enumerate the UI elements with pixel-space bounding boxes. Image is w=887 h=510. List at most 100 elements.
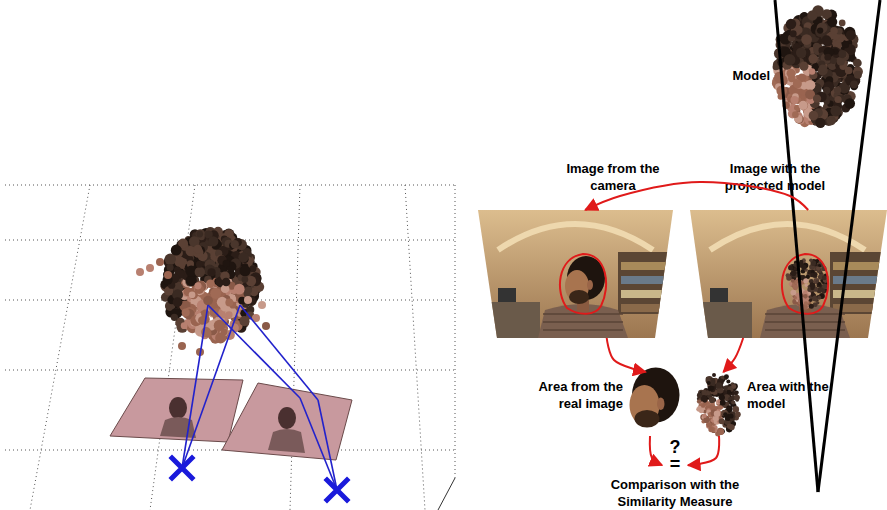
cloud-point xyxy=(167,264,174,271)
cloud-point xyxy=(842,41,849,48)
plane-person xyxy=(160,417,196,438)
cloud-point xyxy=(838,50,846,58)
cloud-point xyxy=(819,64,827,72)
cloud-point xyxy=(732,385,736,389)
shelf-books xyxy=(621,276,671,284)
head-outline xyxy=(560,254,606,314)
node-picture xyxy=(478,210,673,338)
cloud-point xyxy=(809,304,814,309)
ceiling-arch xyxy=(498,224,653,250)
grid-line xyxy=(150,185,195,510)
monitor xyxy=(498,288,516,302)
cloud-point xyxy=(221,328,228,335)
head-ear xyxy=(657,398,665,411)
cloud-point xyxy=(803,278,808,283)
cloud-point xyxy=(790,270,796,276)
desk xyxy=(478,302,540,342)
cloud-point xyxy=(793,296,797,300)
cloud-point xyxy=(789,266,793,270)
cloud-point xyxy=(174,256,185,267)
plot-axis xyxy=(455,185,456,478)
cloud-point xyxy=(839,20,846,27)
cloud-point xyxy=(146,264,154,272)
cloud-point xyxy=(801,34,812,45)
cloud-point xyxy=(799,62,808,71)
cloud-point xyxy=(223,260,230,267)
cloud-point xyxy=(707,422,712,427)
cloud-point xyxy=(735,412,741,418)
cloud-point xyxy=(182,309,190,317)
cloud-point xyxy=(782,101,789,108)
camera-center-mark xyxy=(327,480,347,500)
cloud-point xyxy=(721,410,727,416)
cloud-point xyxy=(799,101,808,110)
grid-line xyxy=(5,185,455,186)
monitor xyxy=(710,288,728,302)
cloud-point xyxy=(726,405,732,411)
cloud-point xyxy=(854,71,862,79)
cloud-point xyxy=(697,399,701,403)
cloud-point xyxy=(710,386,714,390)
cloud-point xyxy=(234,284,245,295)
cloud-point xyxy=(181,322,188,329)
cloud-point xyxy=(809,282,815,288)
cloud-point xyxy=(718,405,723,410)
grid-line xyxy=(5,370,455,371)
shirt-stripe xyxy=(543,321,623,323)
cloud-point xyxy=(207,268,215,276)
cloud-point xyxy=(791,279,795,283)
cloud-point xyxy=(164,254,175,265)
cloud-point xyxy=(729,412,736,419)
cloud-point xyxy=(210,288,221,299)
cloud-point xyxy=(196,261,203,268)
cloud-point xyxy=(790,30,797,37)
shelf xyxy=(830,252,885,314)
grid-line xyxy=(290,185,300,510)
cloud-point xyxy=(242,276,249,283)
ceiling-arch xyxy=(710,224,865,250)
image-node: Model xyxy=(775,12,860,127)
cloud-point xyxy=(826,116,836,126)
cloud-point xyxy=(719,394,725,400)
plane-person xyxy=(169,397,187,419)
cloud-point xyxy=(189,291,196,298)
cloud-point xyxy=(824,54,831,61)
cloud-point xyxy=(817,22,828,33)
image-node: Area from the real image xyxy=(628,372,672,436)
person-body xyxy=(760,304,850,338)
head-outline xyxy=(782,254,828,314)
plot-axis xyxy=(438,478,455,510)
image-label: Model xyxy=(720,67,770,84)
cloud-point xyxy=(793,263,797,267)
cloud-point xyxy=(714,410,721,417)
cloud-point xyxy=(805,80,815,90)
cloud-point xyxy=(846,30,856,40)
node-picture xyxy=(690,210,887,338)
cloud-point xyxy=(699,408,703,412)
cloud-point xyxy=(734,391,738,395)
cloud-point xyxy=(697,393,702,398)
image-label: Comparison with the Similarity Measure xyxy=(587,476,763,510)
cloud-point xyxy=(707,381,711,385)
cloud-point xyxy=(732,383,738,389)
node-picture xyxy=(628,372,672,436)
cloud-point xyxy=(194,282,201,289)
cloud-point xyxy=(244,296,252,304)
cloud-point xyxy=(204,265,215,276)
cloud-point xyxy=(717,428,724,435)
cloud-point xyxy=(793,267,797,271)
cloud-point xyxy=(708,427,713,432)
cloud-point xyxy=(830,27,838,35)
cloud-point xyxy=(178,342,186,350)
projection-ray xyxy=(182,305,208,468)
cloud-point xyxy=(790,96,798,104)
cloud-point xyxy=(786,275,792,281)
cloud-point xyxy=(244,286,252,294)
cloud-point xyxy=(799,297,805,303)
cloud-point xyxy=(706,391,711,396)
cloud-point xyxy=(728,413,733,418)
cloud-point xyxy=(171,314,178,321)
flow-arrow xyxy=(650,436,662,465)
cloud-point xyxy=(230,240,238,248)
